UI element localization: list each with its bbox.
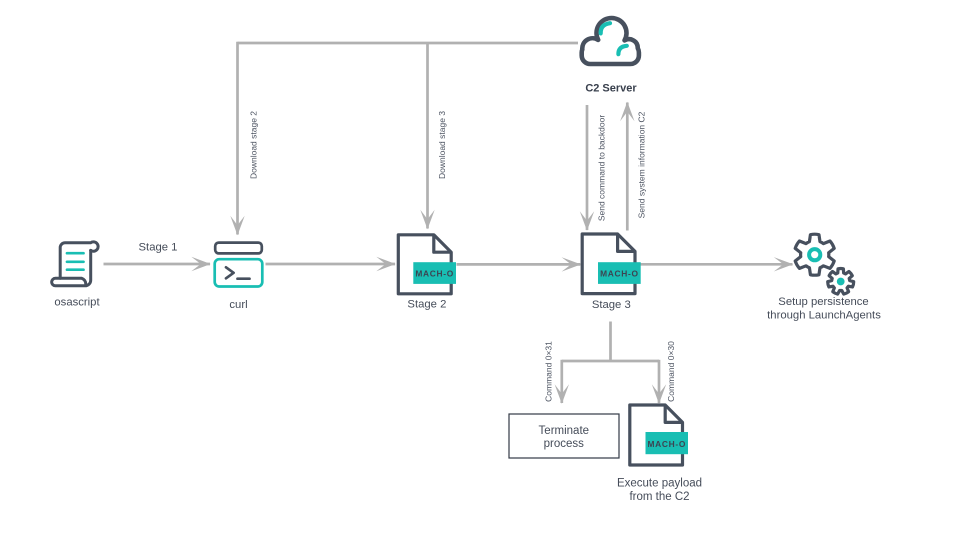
- svg-text:Terminate: Terminate: [539, 425, 590, 437]
- svg-text:Command 0×31: Command 0×31: [543, 341, 553, 402]
- svg-text:Stage 1: Stage 1: [139, 241, 178, 253]
- svg-text:Download stage 3: Download stage 3: [437, 111, 447, 179]
- svg-text:Command 0×30: Command 0×30: [666, 341, 676, 402]
- svg-text:MACH-O: MACH-O: [415, 269, 454, 279]
- svg-text:from the C2: from the C2: [629, 491, 689, 503]
- svg-text:curl: curl: [229, 299, 247, 311]
- svg-text:Download stage 2: Download stage 2: [249, 111, 259, 179]
- svg-text:C2 Server: C2 Server: [585, 83, 637, 95]
- svg-text:Setup persistence: Setup persistence: [778, 296, 868, 308]
- svg-text:osascript: osascript: [54, 297, 100, 309]
- svg-text:Execute payload: Execute payload: [617, 478, 702, 490]
- svg-text:through LaunchAgents: through LaunchAgents: [767, 310, 881, 322]
- svg-text:Send system information C2: Send system information C2: [636, 111, 646, 218]
- svg-text:process: process: [544, 438, 585, 450]
- svg-text:Send command to backdoor: Send command to backdoor: [597, 115, 607, 221]
- svg-text:Stage 3: Stage 3: [592, 299, 631, 311]
- svg-text:MACH-O: MACH-O: [647, 439, 686, 449]
- svg-text:Stage 2: Stage 2: [407, 298, 446, 310]
- svg-text:MACH-O: MACH-O: [600, 269, 639, 279]
